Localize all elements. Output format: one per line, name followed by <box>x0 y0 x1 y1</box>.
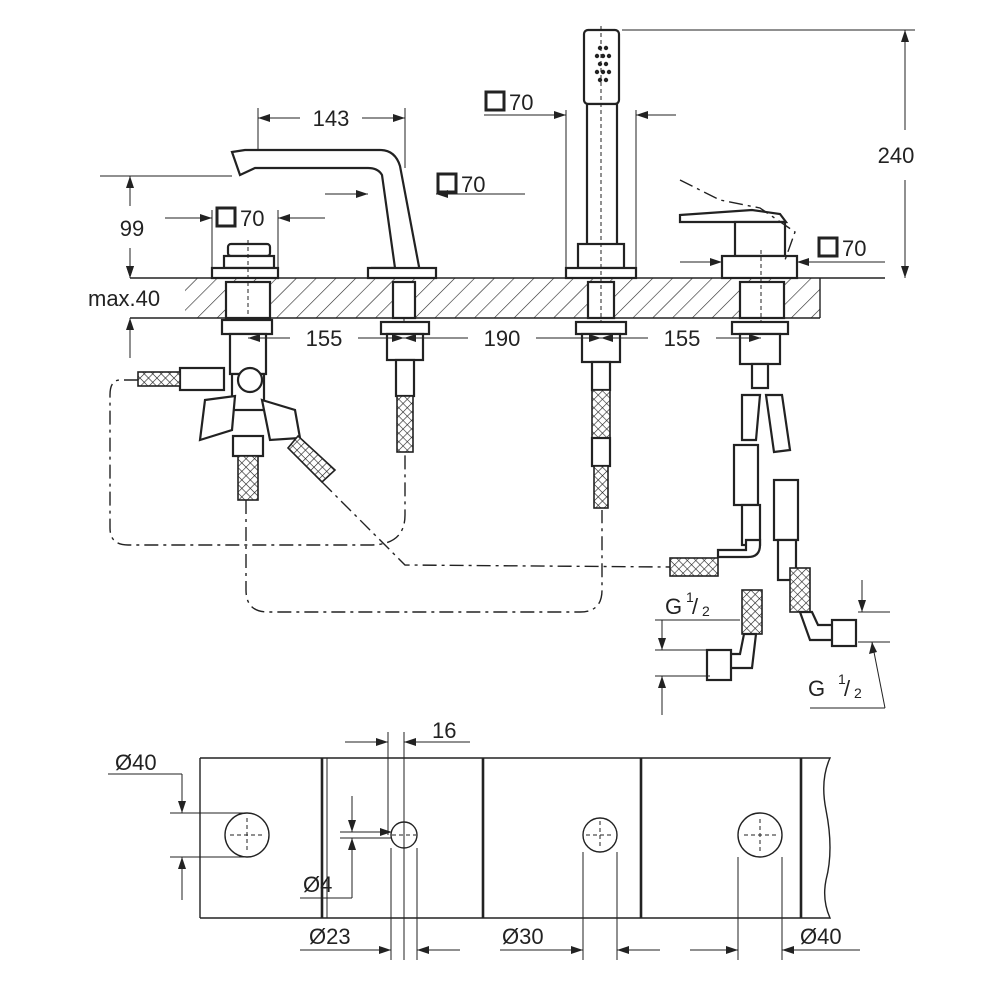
thread-label-left: G 1 / 2 <box>655 589 740 715</box>
thread-slash: / <box>844 676 851 701</box>
square-label-left: 70 <box>165 206 325 268</box>
dim-spacing-right: 155 <box>664 326 701 351</box>
hose-routing <box>109 379 671 613</box>
lever-mixer <box>678 179 799 330</box>
left-valve <box>210 240 280 330</box>
dim-hole-40-left: Ø40 <box>115 750 157 775</box>
hole-30 <box>582 817 618 853</box>
square-70-value: 70 <box>240 206 264 231</box>
thread-num: 1 <box>686 589 694 605</box>
thread-label-right: G 1 / 2 <box>808 580 890 709</box>
dim-spacing-middle: 190 <box>484 326 521 351</box>
square-section-icon <box>436 172 458 194</box>
thread-g-label: G <box>808 676 825 701</box>
dim-hole-4: Ø4 <box>303 872 332 897</box>
thread-slash: / <box>692 594 699 619</box>
under-deck-fittings <box>137 318 858 682</box>
dim-hole-offset: 16 <box>432 718 456 743</box>
dim-hole-30: Ø30 <box>502 924 544 949</box>
hole-40-left <box>224 812 270 858</box>
thread-num: 1 <box>838 671 846 687</box>
thread-g-label: G <box>665 594 682 619</box>
dim-hole-23: Ø23 <box>309 924 351 949</box>
square-label-mixer: 70 <box>680 236 885 266</box>
dim-spout-reach: 143 <box>313 106 350 131</box>
deck-section <box>130 277 885 319</box>
square-section-icon <box>817 236 839 258</box>
dim-spout-height: 99 <box>120 216 144 241</box>
hole-dimensions: 16 Ø40 Ø4 Ø23 Ø30 <box>108 718 860 960</box>
square-section-icon <box>215 206 237 228</box>
square-70-value: 70 <box>461 172 485 197</box>
dimension-spacing: 155 190 155 <box>248 326 761 351</box>
thread-den: 2 <box>854 685 862 701</box>
spout <box>230 148 438 330</box>
hand-shower <box>564 26 638 330</box>
thread-den: 2 <box>702 603 710 619</box>
hole-40-right <box>737 812 783 858</box>
square-70-value: 70 <box>509 90 533 115</box>
dim-total-height: 240 <box>878 143 915 168</box>
dimension-lines-top: 143 99 max.40 240 <box>88 29 915 358</box>
square-section-icon <box>484 90 506 112</box>
deck-hole-layout <box>199 757 832 919</box>
dim-spacing-left: 155 <box>306 326 343 351</box>
square-label-spout: 70 <box>325 172 525 198</box>
square-70-value: 70 <box>842 236 866 261</box>
square-label-shower: 70 <box>484 90 676 268</box>
dim-deck-thickness: max.40 <box>88 286 160 311</box>
dim-hole-40-right: Ø40 <box>800 924 842 949</box>
